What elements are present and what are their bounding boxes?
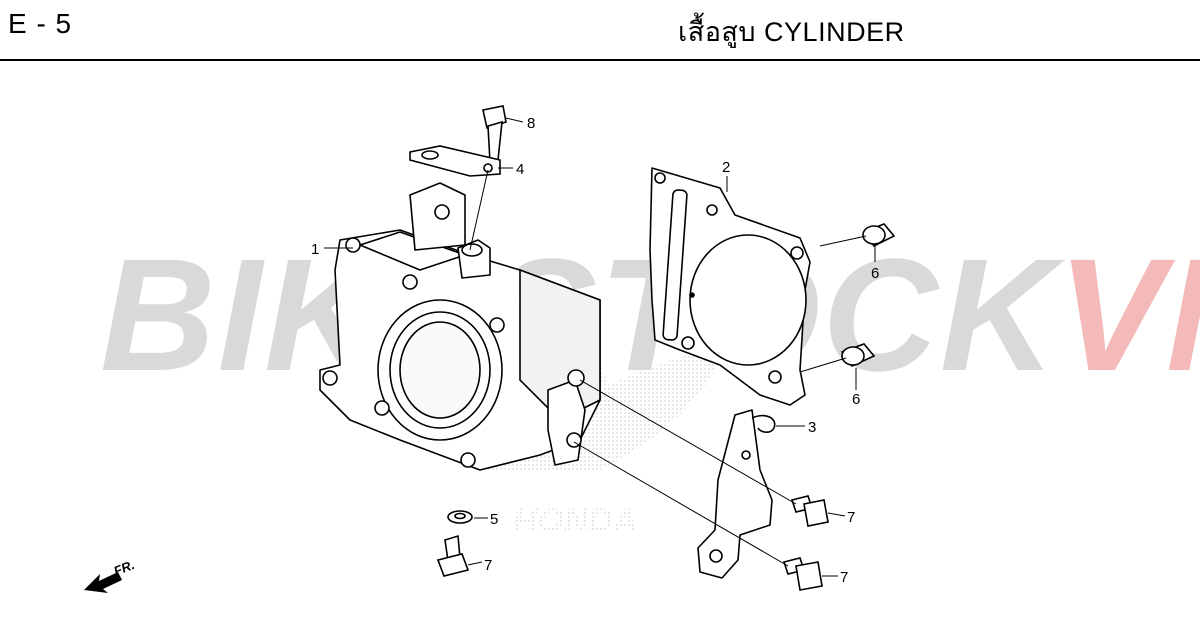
callout-7-left: 7	[484, 557, 492, 574]
callout-7-upper: 7	[847, 509, 855, 526]
callout-5: 5	[490, 511, 498, 528]
callout-7-lower: 7	[840, 569, 848, 586]
front-arrow-icon	[84, 572, 122, 593]
cylinder-gasket	[649, 167, 811, 406]
callout-2: 2	[722, 159, 730, 176]
callout-6-upper: 6	[871, 265, 879, 282]
watermark-accent-text: VN	[1057, 225, 1200, 404]
dowel-pin-lower	[840, 343, 876, 368]
bracket-3	[697, 409, 776, 579]
sealing-washer-5	[447, 510, 473, 524]
front-label: FR.	[112, 557, 137, 579]
flange-bolt-7-upper	[790, 495, 829, 527]
flange-bolt-8	[482, 105, 507, 164]
page-header: E - 5 เสื้อสูบ CYLINDER	[0, 0, 1200, 62]
header-divider	[0, 59, 1200, 61]
leader-lines	[324, 117, 876, 577]
flange-bolt-7-lower	[782, 557, 823, 591]
page-code: E - 5	[8, 8, 73, 39]
flange-bolt-7-left	[436, 534, 470, 577]
callout-1: 1	[311, 241, 319, 258]
callout-3: 3	[808, 419, 816, 436]
front-direction-indicator: FR.	[84, 557, 137, 593]
cylinder-part	[319, 182, 601, 471]
setting-plate-4	[409, 145, 501, 177]
honda-brand-text: HONDA	[513, 502, 638, 540]
callout-4: 4	[516, 161, 524, 178]
callout-8: 8	[527, 115, 535, 132]
page-title: เสื้อสูบ CYLINDER	[678, 17, 905, 47]
dowel-pin-upper	[862, 223, 896, 248]
callout-labels: 1 2 3 4 5 6 6 7 7 7 8	[311, 115, 879, 586]
callout-6-lower: 6	[852, 391, 860, 408]
